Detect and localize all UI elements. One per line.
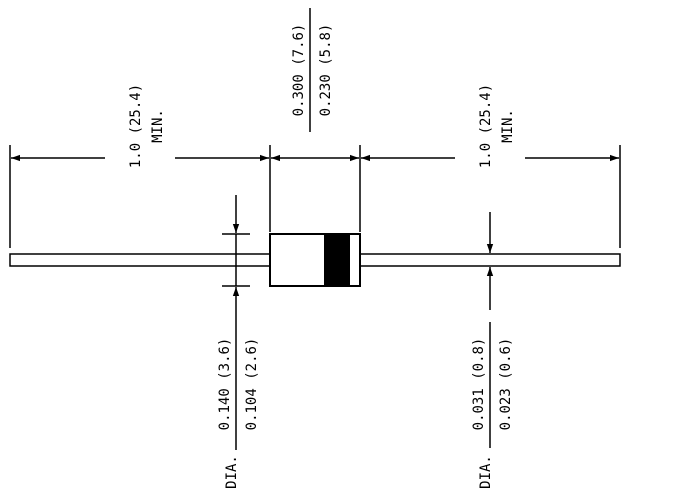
- lead-diameter-min: 0.023 (0.6): [498, 338, 514, 431]
- left-lead: [9, 253, 271, 267]
- right-lead: [359, 253, 621, 267]
- body-diameter-max: 0.140 (3.6): [217, 338, 233, 431]
- body-diameter-min: 0.104 (2.6): [244, 338, 260, 431]
- lead-length-right-note: MIN.: [500, 109, 516, 143]
- body-length-min: 0.230 (5.8): [318, 24, 334, 117]
- lead-length-left-note: MIN.: [150, 109, 166, 143]
- lead-diameter-prefix: DIA.: [478, 455, 494, 489]
- lead-diameter-max: 0.031 (0.8): [471, 338, 487, 431]
- lead-length-right-value: 1.0 (25.4): [478, 84, 494, 168]
- body-diameter-prefix: DIA.: [224, 455, 240, 489]
- lead-length-left-value: 1.0 (25.4): [128, 84, 144, 168]
- body-length-max: 0.300 (7.6): [291, 24, 307, 117]
- cathode-band: [324, 234, 350, 286]
